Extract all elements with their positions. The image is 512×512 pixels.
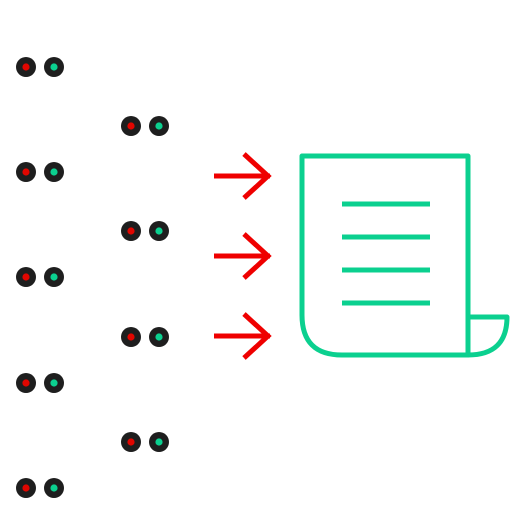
- arrow-head: [242, 232, 272, 280]
- node-pair-icon: [121, 432, 169, 452]
- document-page-outline: [299, 153, 471, 358]
- node-pair-icon: [121, 327, 169, 347]
- node-red-dot: [22, 63, 30, 71]
- node-red-dot: [127, 333, 135, 341]
- node-pair-icon: [16, 267, 64, 287]
- arrow-right-icon: [214, 232, 272, 280]
- node-red-dot: [22, 273, 30, 281]
- node-green-dot: [50, 379, 58, 387]
- node-red-dot: [22, 484, 30, 492]
- node-green-dot: [50, 63, 58, 71]
- arrow-head: [242, 152, 272, 200]
- document-text-lines: [342, 201, 430, 306]
- node-green-dot: [155, 122, 163, 130]
- node-green-dot: [155, 333, 163, 341]
- node-pair-icon: [16, 478, 64, 498]
- node-group: [16, 57, 169, 498]
- arrow-right-icon: [214, 152, 272, 200]
- node-green-dot: [50, 273, 58, 281]
- node-red-dot: [127, 438, 135, 446]
- node-red-dot: [127, 227, 135, 235]
- node-red-dot: [22, 379, 30, 387]
- node-green-dot: [50, 484, 58, 492]
- node-green-dot: [155, 227, 163, 235]
- document-curl-outline: [467, 314, 510, 358]
- node-green-dot: [155, 438, 163, 446]
- node-pair-icon: [16, 57, 64, 77]
- arrow-group: [214, 152, 272, 360]
- arrow-right-icon: [214, 312, 272, 360]
- arrow-head: [242, 312, 272, 360]
- node-pair-icon: [16, 373, 64, 393]
- node-red-dot: [127, 122, 135, 130]
- document-scroll-icon: [299, 153, 510, 358]
- node-pair-icon: [121, 116, 169, 136]
- node-red-dot: [22, 168, 30, 176]
- node-green-dot: [50, 168, 58, 176]
- node-pair-icon: [121, 221, 169, 241]
- node-pair-icon: [16, 162, 64, 182]
